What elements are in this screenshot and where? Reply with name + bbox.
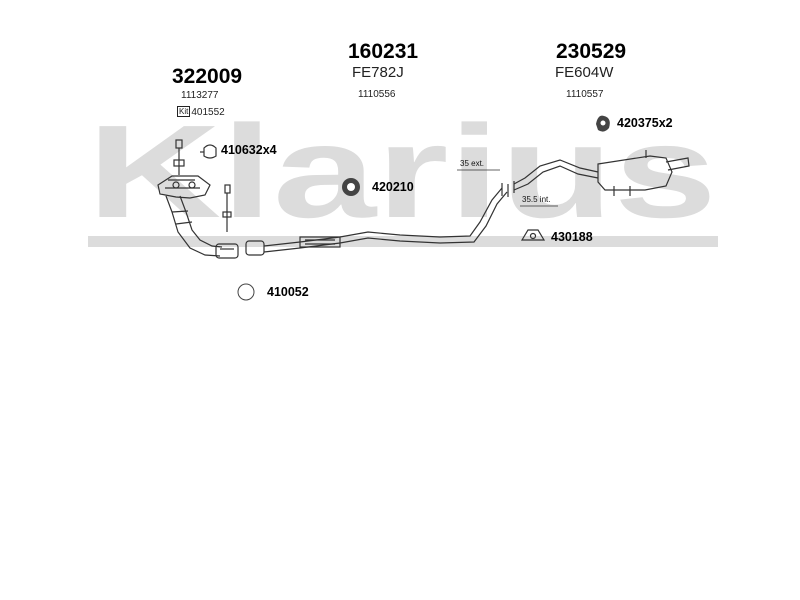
middle-pipe: [245, 183, 509, 256]
group-code: FE604W: [555, 64, 614, 81]
kit-prefix: Kit: [177, 106, 191, 117]
part-label: 420210: [372, 180, 414, 194]
hanger-icon: [596, 115, 610, 132]
front-manifold-pipe: [157, 139, 239, 259]
group-code: 1113277: [181, 90, 219, 101]
group-part-number: 322009: [172, 65, 243, 88]
dimension-lines: [457, 169, 558, 207]
part-label: 430188: [551, 230, 593, 244]
group-part-number: 230529: [556, 40, 627, 63]
exhaust-clamp-icon: [200, 144, 217, 159]
rear-silencer: [513, 150, 690, 196]
part-label: 410632x4: [221, 143, 277, 157]
part-label: 410052: [267, 285, 309, 299]
group-ref: 1110556: [358, 89, 396, 100]
group-code: FE782J: [352, 64, 404, 81]
dimension-ext-label: 35 ext.: [460, 159, 485, 168]
bracket-icon: [520, 229, 546, 241]
rubber-mount-icon: [342, 178, 360, 196]
group-part-number: 160231: [348, 40, 419, 63]
watermark-text: Klarius: [87, 98, 717, 245]
dimension-int-label: 35.5 int.: [522, 195, 551, 204]
group-ref: 1110557: [566, 89, 604, 100]
part-label: 420375x2: [617, 116, 673, 130]
kit-number: 401552: [191, 107, 225, 118]
gasket-ring-icon: [237, 283, 255, 301]
